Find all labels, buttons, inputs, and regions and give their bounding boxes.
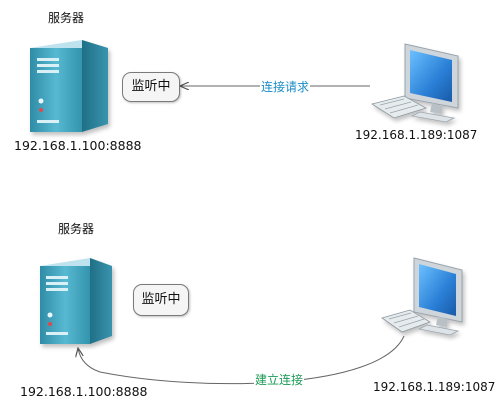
client-address: 192.168.1.189:1087 [355,128,478,142]
server-title: 服务器 [48,11,85,25]
desktop-computer-icon [370,43,459,123]
server-address: 192.168.1.100:8888 [20,384,148,399]
listening-status: 监听中 [133,284,189,316]
arrow-icon [78,335,405,385]
desktop-computer-icon [381,257,463,336]
connection-established-label: 建立连接 [254,371,305,388]
server-icon [30,40,108,132]
client-address: 192.168.1.189:1087 [373,380,496,394]
connection-request-label: 连接请求 [260,78,311,95]
server-title: 服务器 [58,222,95,236]
server-icon [40,258,112,344]
server-address: 192.168.1.100:8888 [14,138,142,153]
listening-status: 监听中 [122,72,180,102]
